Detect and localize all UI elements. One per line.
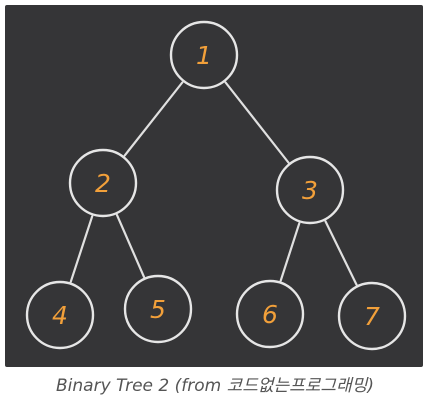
node-label-4: 4 bbox=[52, 301, 68, 330]
node-circle-7 bbox=[337, 281, 407, 351]
node-label-7: 7 bbox=[364, 302, 380, 331]
tree-node-2: 2 bbox=[68, 148, 138, 218]
tree-node-3: 3 bbox=[275, 155, 345, 225]
edge-n1-n2 bbox=[123, 81, 184, 157]
edge-n3-n7 bbox=[324, 220, 358, 286]
node-circle-2 bbox=[68, 148, 138, 218]
tree-node-5: 5 bbox=[123, 274, 193, 344]
node-label-6: 6 bbox=[262, 300, 278, 329]
node-circle-5 bbox=[123, 274, 193, 344]
node-label-5: 5 bbox=[150, 295, 166, 324]
tree-node-6: 6 bbox=[235, 279, 305, 349]
node-circle-1 bbox=[169, 20, 239, 90]
node-label-1: 1 bbox=[196, 41, 212, 70]
edge-n3-n6 bbox=[279, 222, 301, 282]
edge-n1-n3 bbox=[224, 81, 290, 164]
node-circle-3 bbox=[275, 155, 345, 225]
node-label-3: 3 bbox=[302, 176, 318, 205]
binary-tree-figure: 1 2 3 4 5 6 7 bbox=[5, 5, 423, 367]
tree-node-1: 1 bbox=[169, 20, 239, 90]
edge-n2-n4 bbox=[69, 215, 94, 283]
edge-n2-n5 bbox=[115, 214, 146, 278]
node-circle-4 bbox=[25, 280, 95, 350]
tree-node-4: 4 bbox=[25, 280, 95, 350]
figure-caption: Binary Tree 2 (from 코드없는프로그래밍) bbox=[56, 376, 374, 396]
binary-tree-diagram: 1 2 3 4 5 6 7 bbox=[25, 20, 407, 351]
tree-node-7: 7 bbox=[337, 281, 407, 351]
node-circle-6 bbox=[235, 279, 305, 349]
node-label-2: 2 bbox=[95, 169, 111, 198]
